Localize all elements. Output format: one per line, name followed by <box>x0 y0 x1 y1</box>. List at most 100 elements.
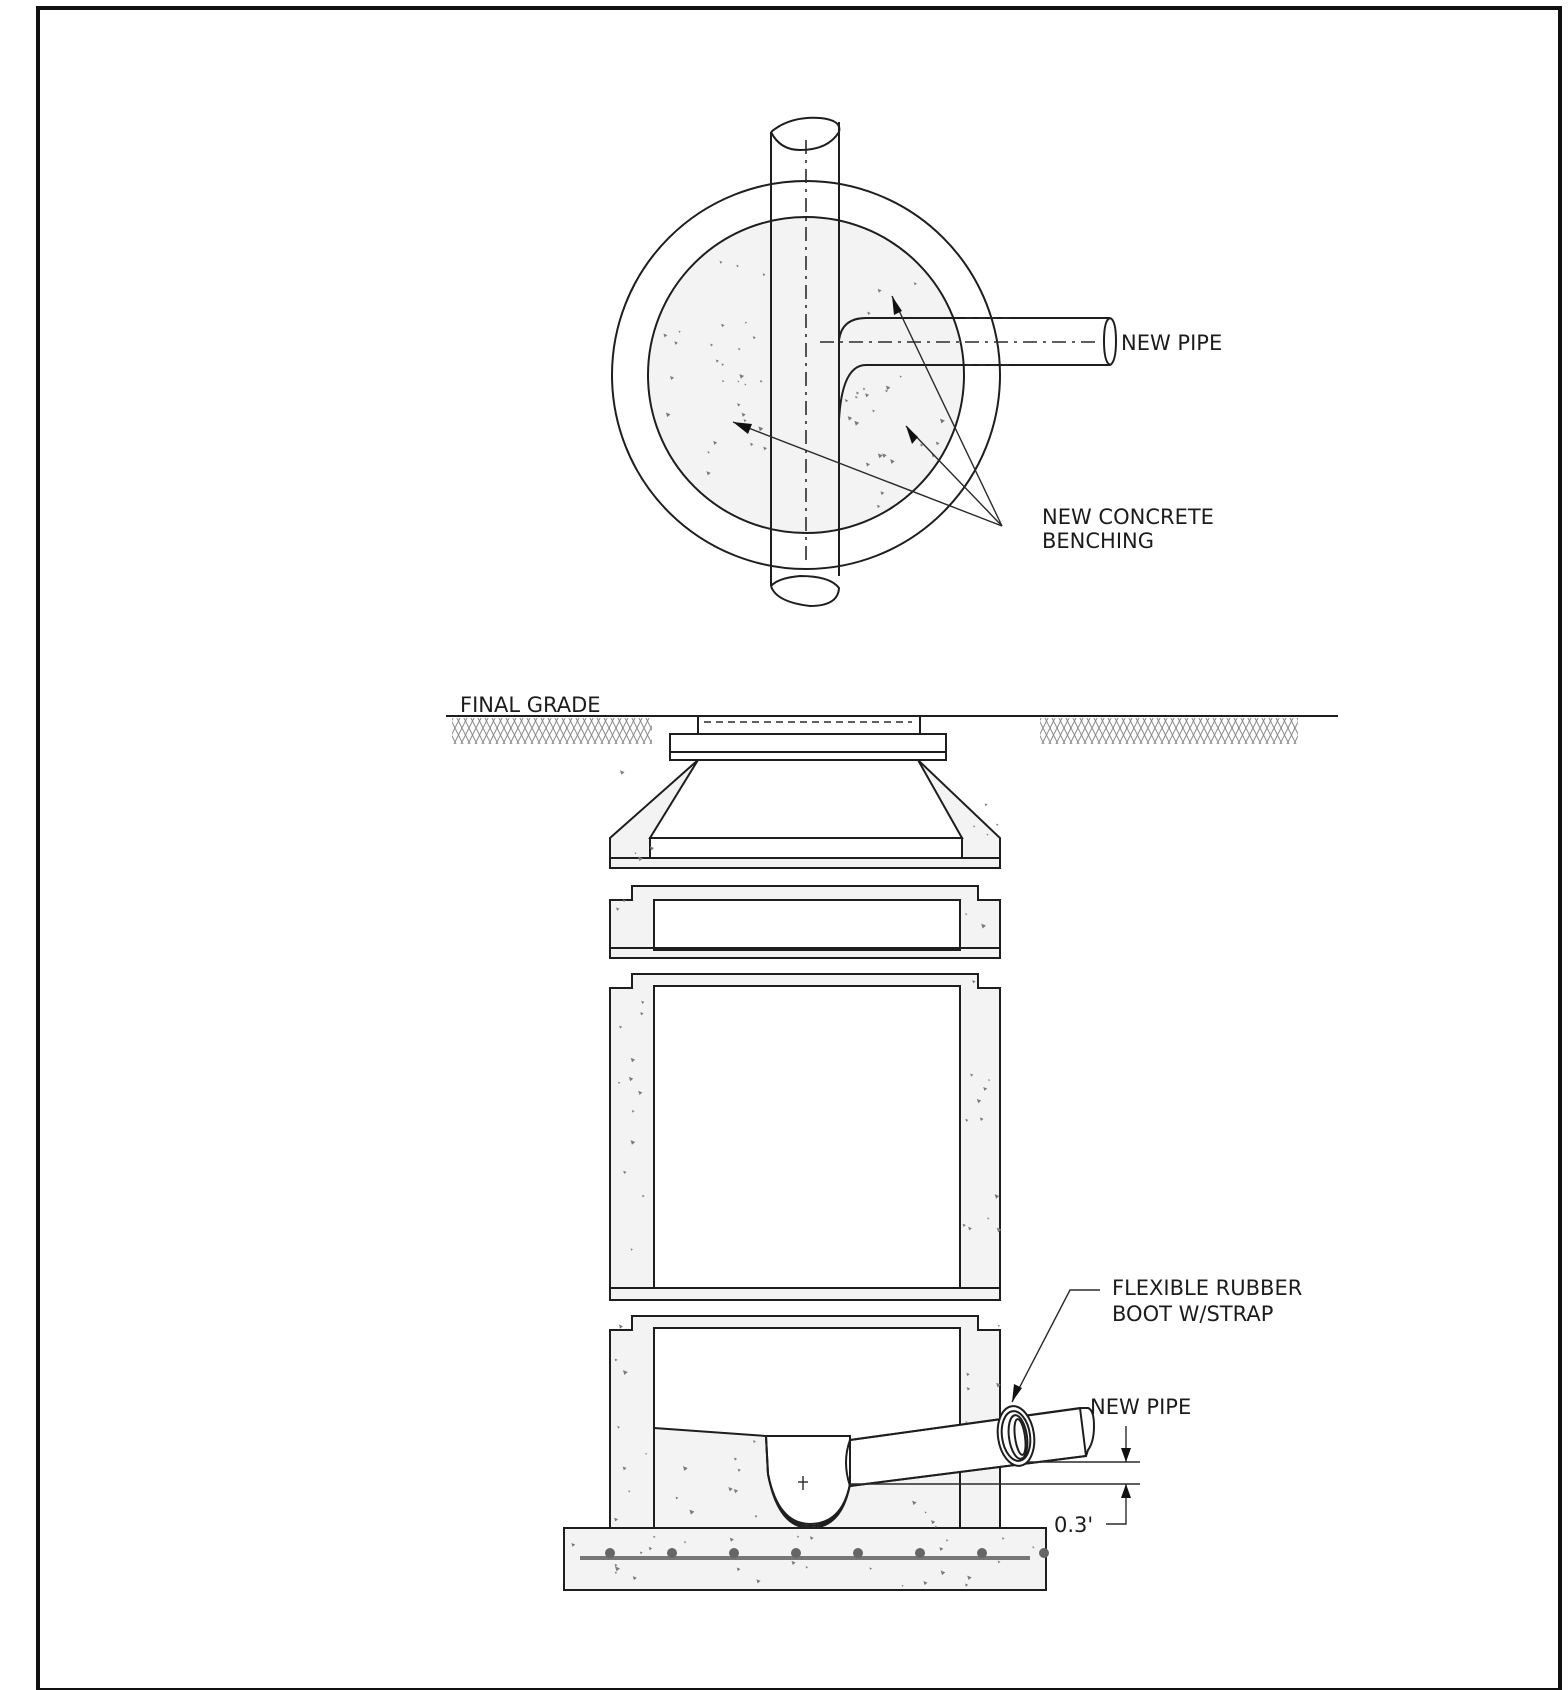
concrete-speck <box>885 385 891 391</box>
concrete-speck <box>689 1509 695 1515</box>
concrete-speck <box>966 1372 970 1377</box>
concrete-speck <box>663 333 668 338</box>
benching-leaders <box>732 295 1003 527</box>
concrete-speck <box>622 1370 628 1375</box>
concrete-speck <box>734 1457 738 1461</box>
concrete-speck <box>934 1525 938 1529</box>
concrete-speck <box>615 1566 620 1572</box>
concrete-speck <box>920 443 924 447</box>
concrete-speck <box>759 379 763 383</box>
concrete-speck <box>962 1223 966 1228</box>
concrete-speck <box>616 907 620 911</box>
concrete-speck <box>935 441 940 446</box>
base-section <box>609 1315 1001 1530</box>
boot-label-line1: FLEXIBLE RUBBER <box>1112 1276 1302 1300</box>
concrete-speck <box>631 1110 635 1113</box>
concrete-speck <box>984 803 988 807</box>
concrete-speck <box>620 770 625 775</box>
plan-new-pipe-label: NEW PIPE <box>1121 331 1222 355</box>
cone-section <box>609 759 1001 869</box>
concrete-speck <box>796 1535 800 1538</box>
concrete-speck <box>722 380 725 383</box>
concrete-speck <box>854 420 860 426</box>
concrete-speck <box>670 375 675 381</box>
concrete-speck <box>979 1117 984 1122</box>
concrete-speck <box>630 1140 636 1145</box>
concrete-speck <box>923 1580 928 1586</box>
concrete-speck <box>1032 1546 1035 1549</box>
concrete-speck <box>630 1248 633 1251</box>
concrete-speck <box>754 1515 758 1518</box>
concrete-speck <box>758 426 764 432</box>
concrete-speck <box>762 273 766 277</box>
concrete-speck <box>632 1576 637 1581</box>
concrete-speck <box>964 1583 969 1587</box>
concrete-speck <box>678 330 681 333</box>
concrete-speck <box>844 399 849 403</box>
concrete-speck <box>683 1540 687 1544</box>
concrete-speck <box>719 260 723 264</box>
concrete-speck <box>996 1227 1002 1233</box>
concrete-speck <box>682 1466 688 1471</box>
concrete-speck <box>865 462 871 467</box>
concrete-speck <box>983 1086 988 1091</box>
concrete-speck <box>737 380 740 383</box>
concrete-speck <box>733 1488 739 1494</box>
concrete-speck <box>614 1517 619 1522</box>
concrete-speck <box>739 374 745 379</box>
concrete-speck <box>987 1217 990 1220</box>
concrete-speck <box>972 980 976 984</box>
concrete-speck <box>619 1025 623 1029</box>
concrete-speck <box>1001 1537 1005 1540</box>
concrete-speck <box>675 1496 679 1500</box>
concrete-speck <box>805 1566 809 1569</box>
concrete-speck <box>639 1551 643 1555</box>
rebar-dot <box>667 1548 677 1558</box>
through-pipe <box>770 116 841 608</box>
concrete-speck <box>981 923 987 929</box>
section-new-pipe <box>798 1405 1096 1490</box>
concrete-speck <box>715 359 719 363</box>
concrete-speck <box>634 852 637 855</box>
concrete-speck <box>965 1420 968 1424</box>
concrete-speck <box>945 1539 949 1542</box>
concrete-speck <box>622 899 626 903</box>
concrete-speck <box>976 1098 982 1104</box>
concrete-speck <box>706 471 711 476</box>
concrete-speck <box>752 336 756 340</box>
concrete-speck <box>737 1468 741 1472</box>
concrete-speck <box>630 1057 636 1063</box>
concrete-speck <box>931 454 936 458</box>
concrete-speck <box>645 1452 648 1455</box>
final-grade-label: FINAL GRADE <box>460 693 601 717</box>
concrete-speck <box>617 1425 620 1429</box>
concrete-speck <box>614 1571 618 1575</box>
concrete-speck <box>750 442 754 447</box>
concrete-speck <box>997 1324 1001 1327</box>
concrete-speck <box>940 1570 946 1576</box>
concrete-speck <box>988 1079 991 1082</box>
frame-and-cover <box>669 715 947 761</box>
concrete-speck <box>674 341 678 345</box>
concrete-speck <box>791 1560 796 1565</box>
adjustment-ring <box>609 885 1001 959</box>
section-view: FINAL GRADE <box>446 693 1338 1591</box>
concrete-speck <box>997 1560 1001 1564</box>
concrete-speck <box>966 1387 971 1391</box>
concrete-speck <box>872 409 875 413</box>
boot-label-line2: BOOT W/STRAP <box>1112 1302 1273 1326</box>
concrete-speck <box>899 375 902 378</box>
concrete-speck <box>931 1520 936 1525</box>
concrete-speck <box>877 288 882 293</box>
concrete-speck <box>641 1000 645 1004</box>
concrete-speck <box>867 311 871 316</box>
concrete-speck <box>638 856 643 862</box>
concrete-speck <box>939 418 945 424</box>
concrete-speck <box>707 451 710 454</box>
concrete-speck <box>744 321 748 324</box>
concrete-speck <box>665 412 671 418</box>
concrete-speck <box>880 491 885 496</box>
concrete-speck <box>614 1358 618 1362</box>
benching-texture <box>663 260 945 509</box>
concrete-speck <box>741 412 746 417</box>
